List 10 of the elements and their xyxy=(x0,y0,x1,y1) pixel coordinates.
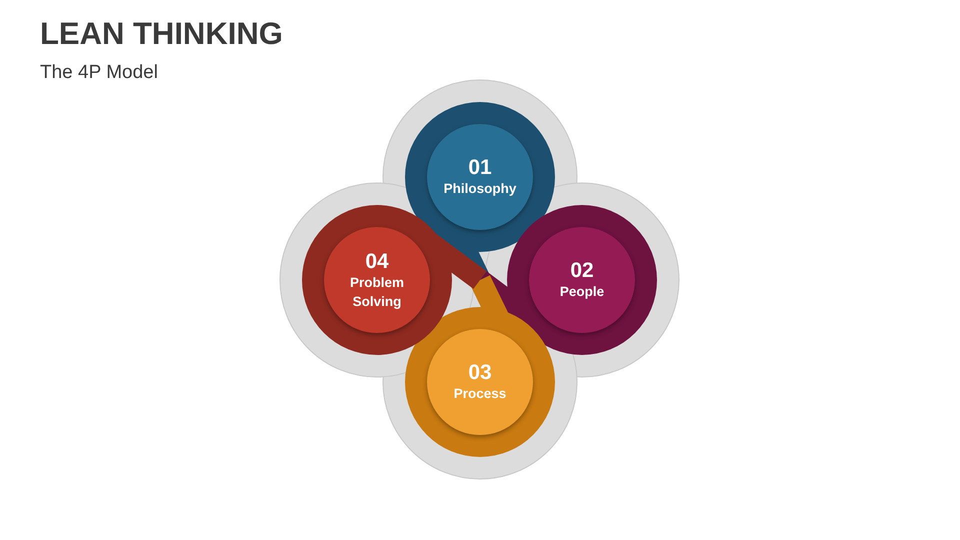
step-number: 04 xyxy=(365,249,389,274)
step-number: 02 xyxy=(570,258,594,284)
step-number: 03 xyxy=(468,360,492,386)
step-label: Problem Solving xyxy=(348,274,405,311)
step-number: 01 xyxy=(468,155,492,180)
title: LEAN THINKING xyxy=(40,16,283,52)
step-label: People xyxy=(560,283,604,302)
step-label: Philosophy xyxy=(444,180,516,198)
subtitle: The 4P Model xyxy=(40,62,158,84)
step-label: Process xyxy=(454,385,506,404)
